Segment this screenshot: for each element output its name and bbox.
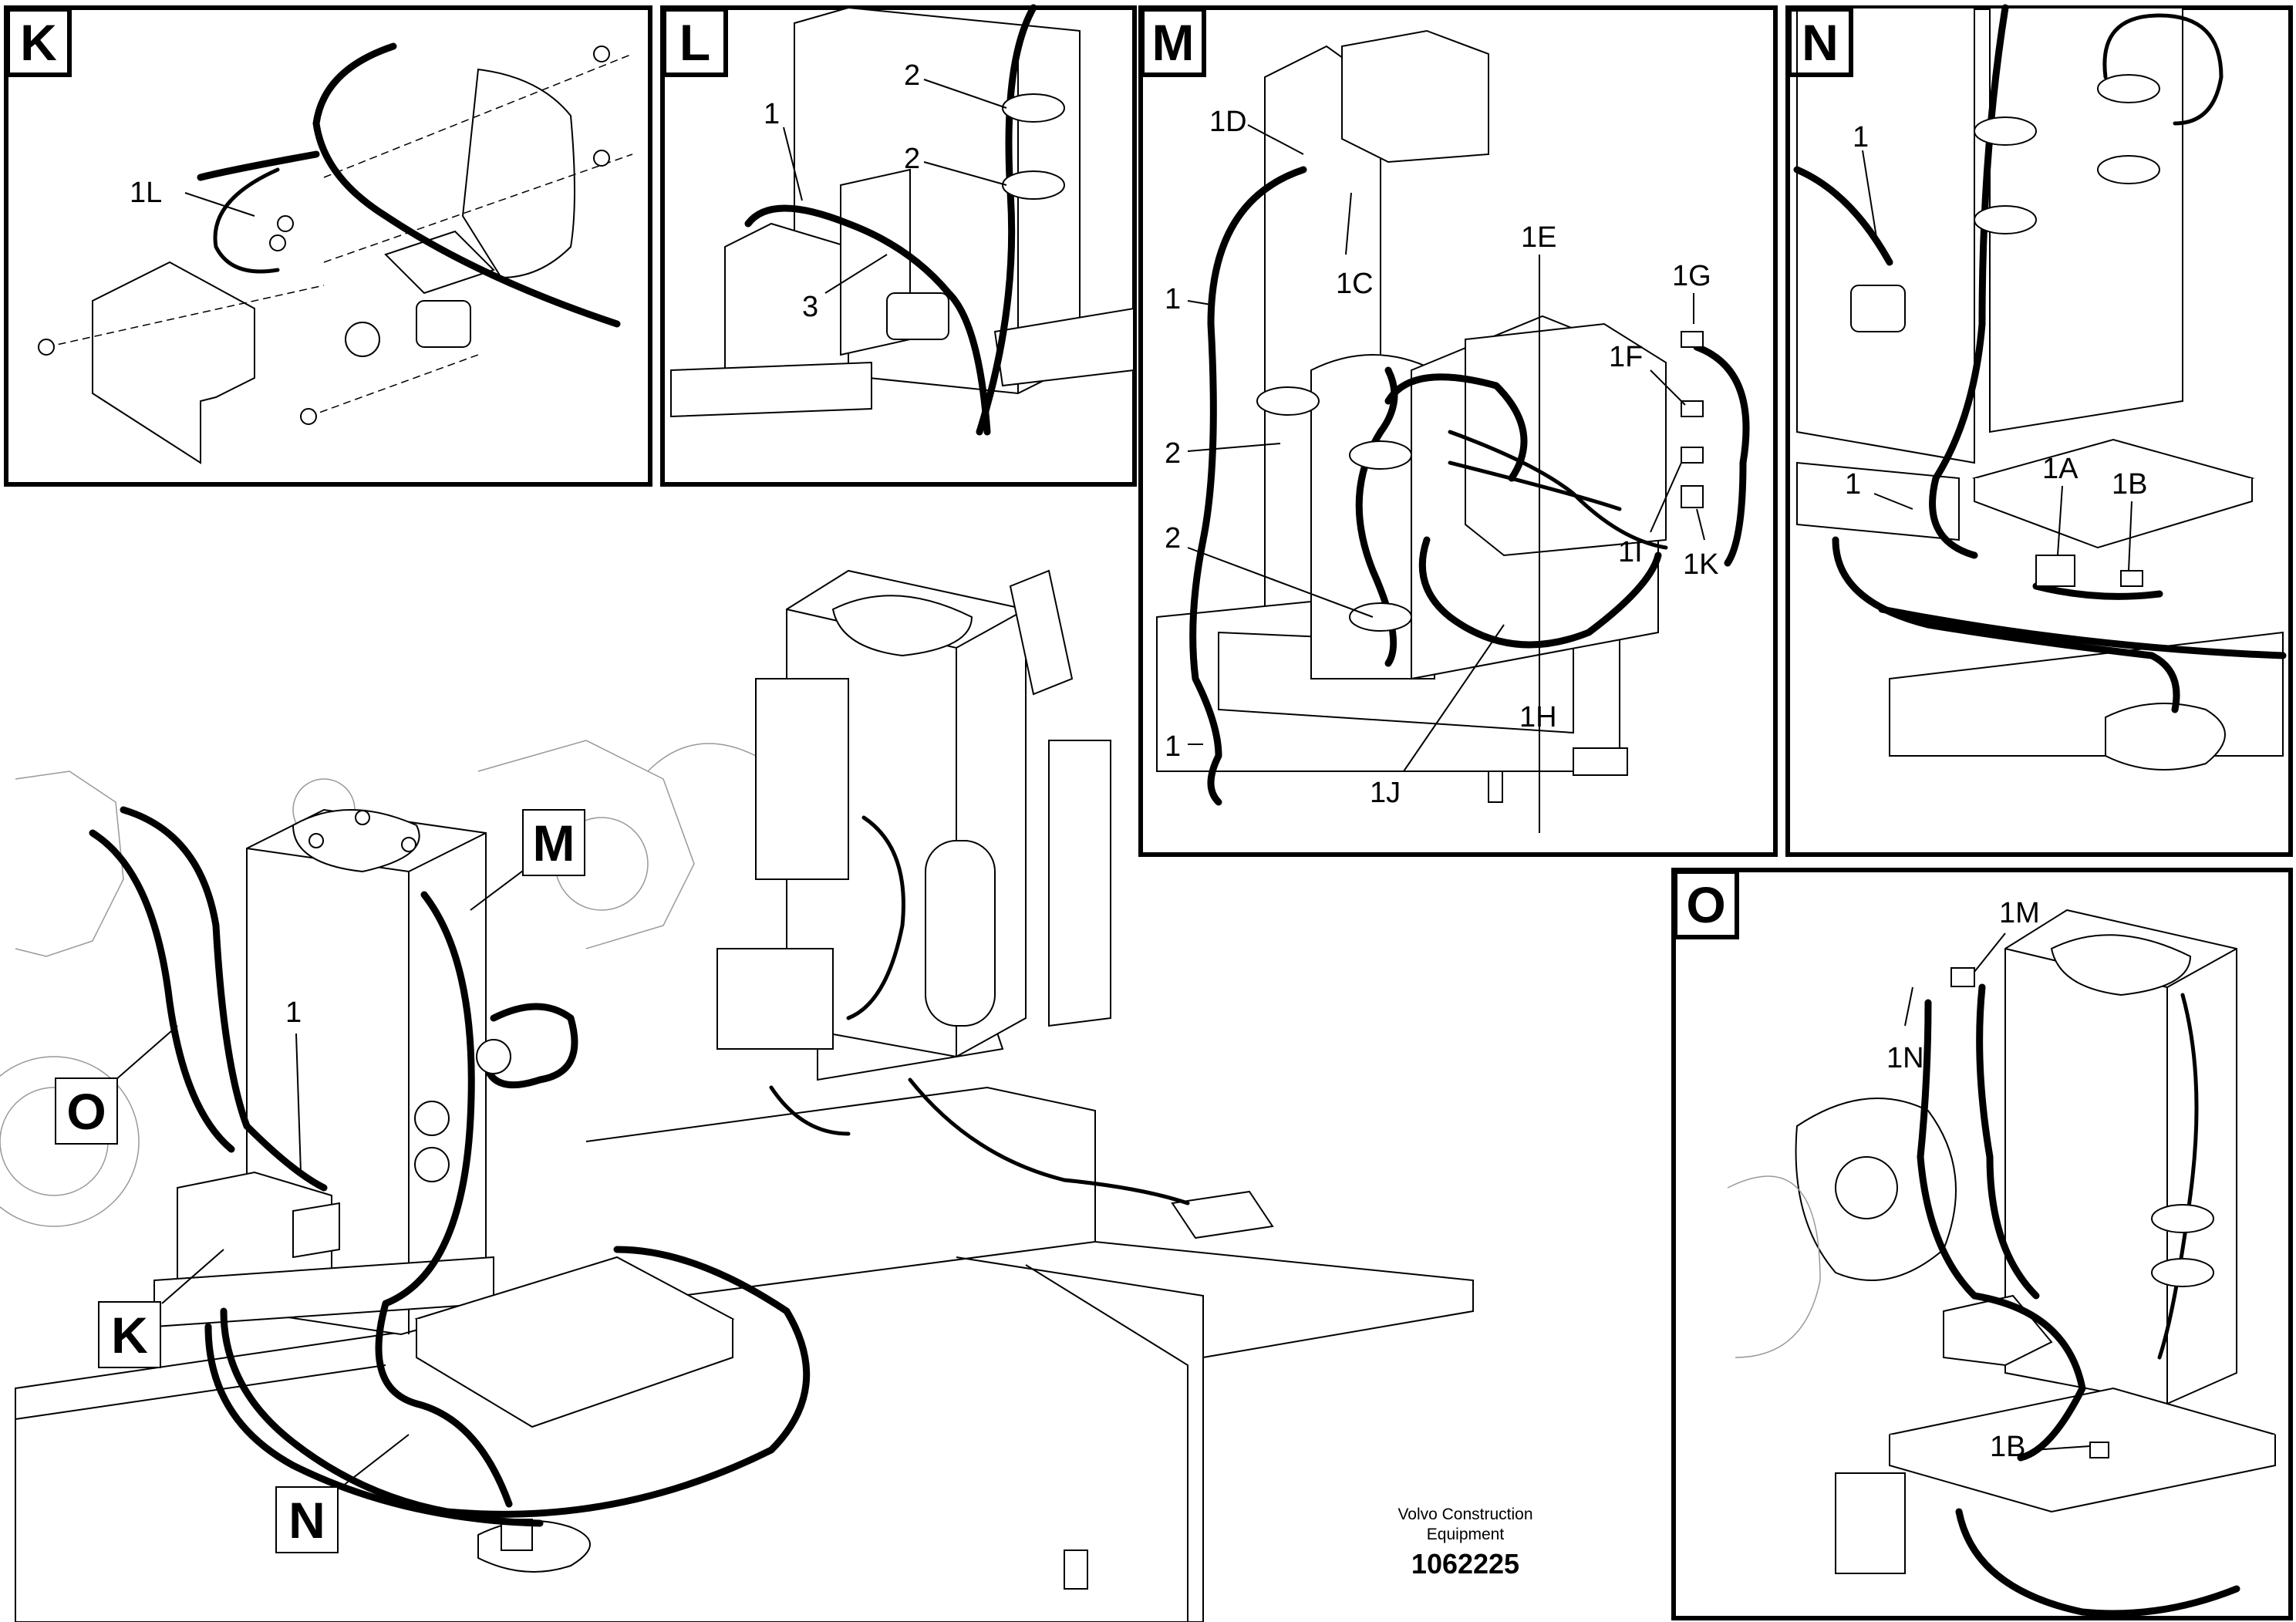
panel-k: K 1L: [4, 5, 652, 487]
callout-box-n: [275, 1486, 339, 1553]
label-m-1a: 1: [1165, 283, 1181, 315]
main-control-box: [414, 1190, 1274, 1573]
main-valve-tower: [716, 569, 1111, 1058]
label-1F: 1F: [1609, 341, 1643, 373]
label-1I: 1I: [1618, 536, 1643, 568]
label-1M: 1M: [1999, 897, 2040, 929]
label-l-1: 1: [764, 98, 780, 130]
drawing-number: 1062225: [1411, 1548, 1519, 1580]
callout-k: K: [111, 1307, 148, 1364]
label-1B: 1B: [2112, 468, 2147, 501]
main-harness-cables: [89, 806, 1190, 1527]
label-1J: 1J: [1370, 777, 1401, 809]
panel-l: L 1 2 2 3: [660, 4, 1137, 487]
label-m-2b: 2: [1165, 522, 1181, 555]
label-1L: 1L: [130, 177, 162, 209]
label-1D: 1D: [1209, 106, 1247, 138]
label-l-3: 3: [802, 291, 818, 323]
label-l-2a: 2: [904, 59, 920, 92]
label-o-1B: 1B: [1990, 1431, 2025, 1463]
main-tank-tower: [153, 808, 494, 1336]
panel-m-tag: M: [1152, 14, 1195, 71]
label-1E: 1E: [1521, 221, 1556, 254]
label-1C: 1C: [1336, 268, 1374, 300]
label-l-2b: 2: [904, 143, 920, 175]
label-1N: 1N: [1886, 1042, 1924, 1074]
panel-l-tag: L: [679, 14, 710, 71]
callout-m: M: [533, 814, 575, 872]
panel-n-tag: N: [1802, 14, 1839, 71]
label-1A: 1A: [2042, 453, 2079, 485]
caption-company-line1: Volvo Construction: [1397, 1506, 1532, 1523]
callout-box-k: [98, 1301, 161, 1368]
panel-o-tag: O: [1686, 876, 1725, 933]
panel-n: N 1 1 1A 1B: [1785, 4, 2293, 857]
callout-1: 1: [285, 996, 302, 1029]
callout-o: O: [66, 1083, 106, 1140]
label-1G: 1G: [1672, 260, 1711, 292]
caption-company-line2: Equipment: [1427, 1526, 1505, 1543]
main-assembly-drawing: M O K N 1: [0, 569, 1474, 1622]
panel-m: M 1D 1C 1E 1G 1F 1 2 2 1 1I 1K 1H 1J: [1138, 5, 1778, 857]
label-1H: 1H: [1519, 701, 1557, 733]
panel-k-tag: K: [20, 14, 57, 71]
label-m-2a: 2: [1165, 437, 1181, 470]
label-n-1a: 1: [1853, 121, 1869, 153]
label-n-1b: 1: [1845, 468, 1861, 501]
panel-o: O 1M 1N 1B: [1671, 868, 2293, 1620]
label-m-1b: 1: [1165, 730, 1181, 763]
callout-box-o: [55, 1077, 118, 1145]
callout-box-m: [522, 809, 585, 876]
label-1K: 1K: [1683, 548, 1718, 581]
caption: Volvo Construction Equipment 1062225: [1397, 1506, 1532, 1580]
main-callouts: M O K N 1: [55, 809, 585, 1553]
callout-n: N: [288, 1492, 325, 1549]
